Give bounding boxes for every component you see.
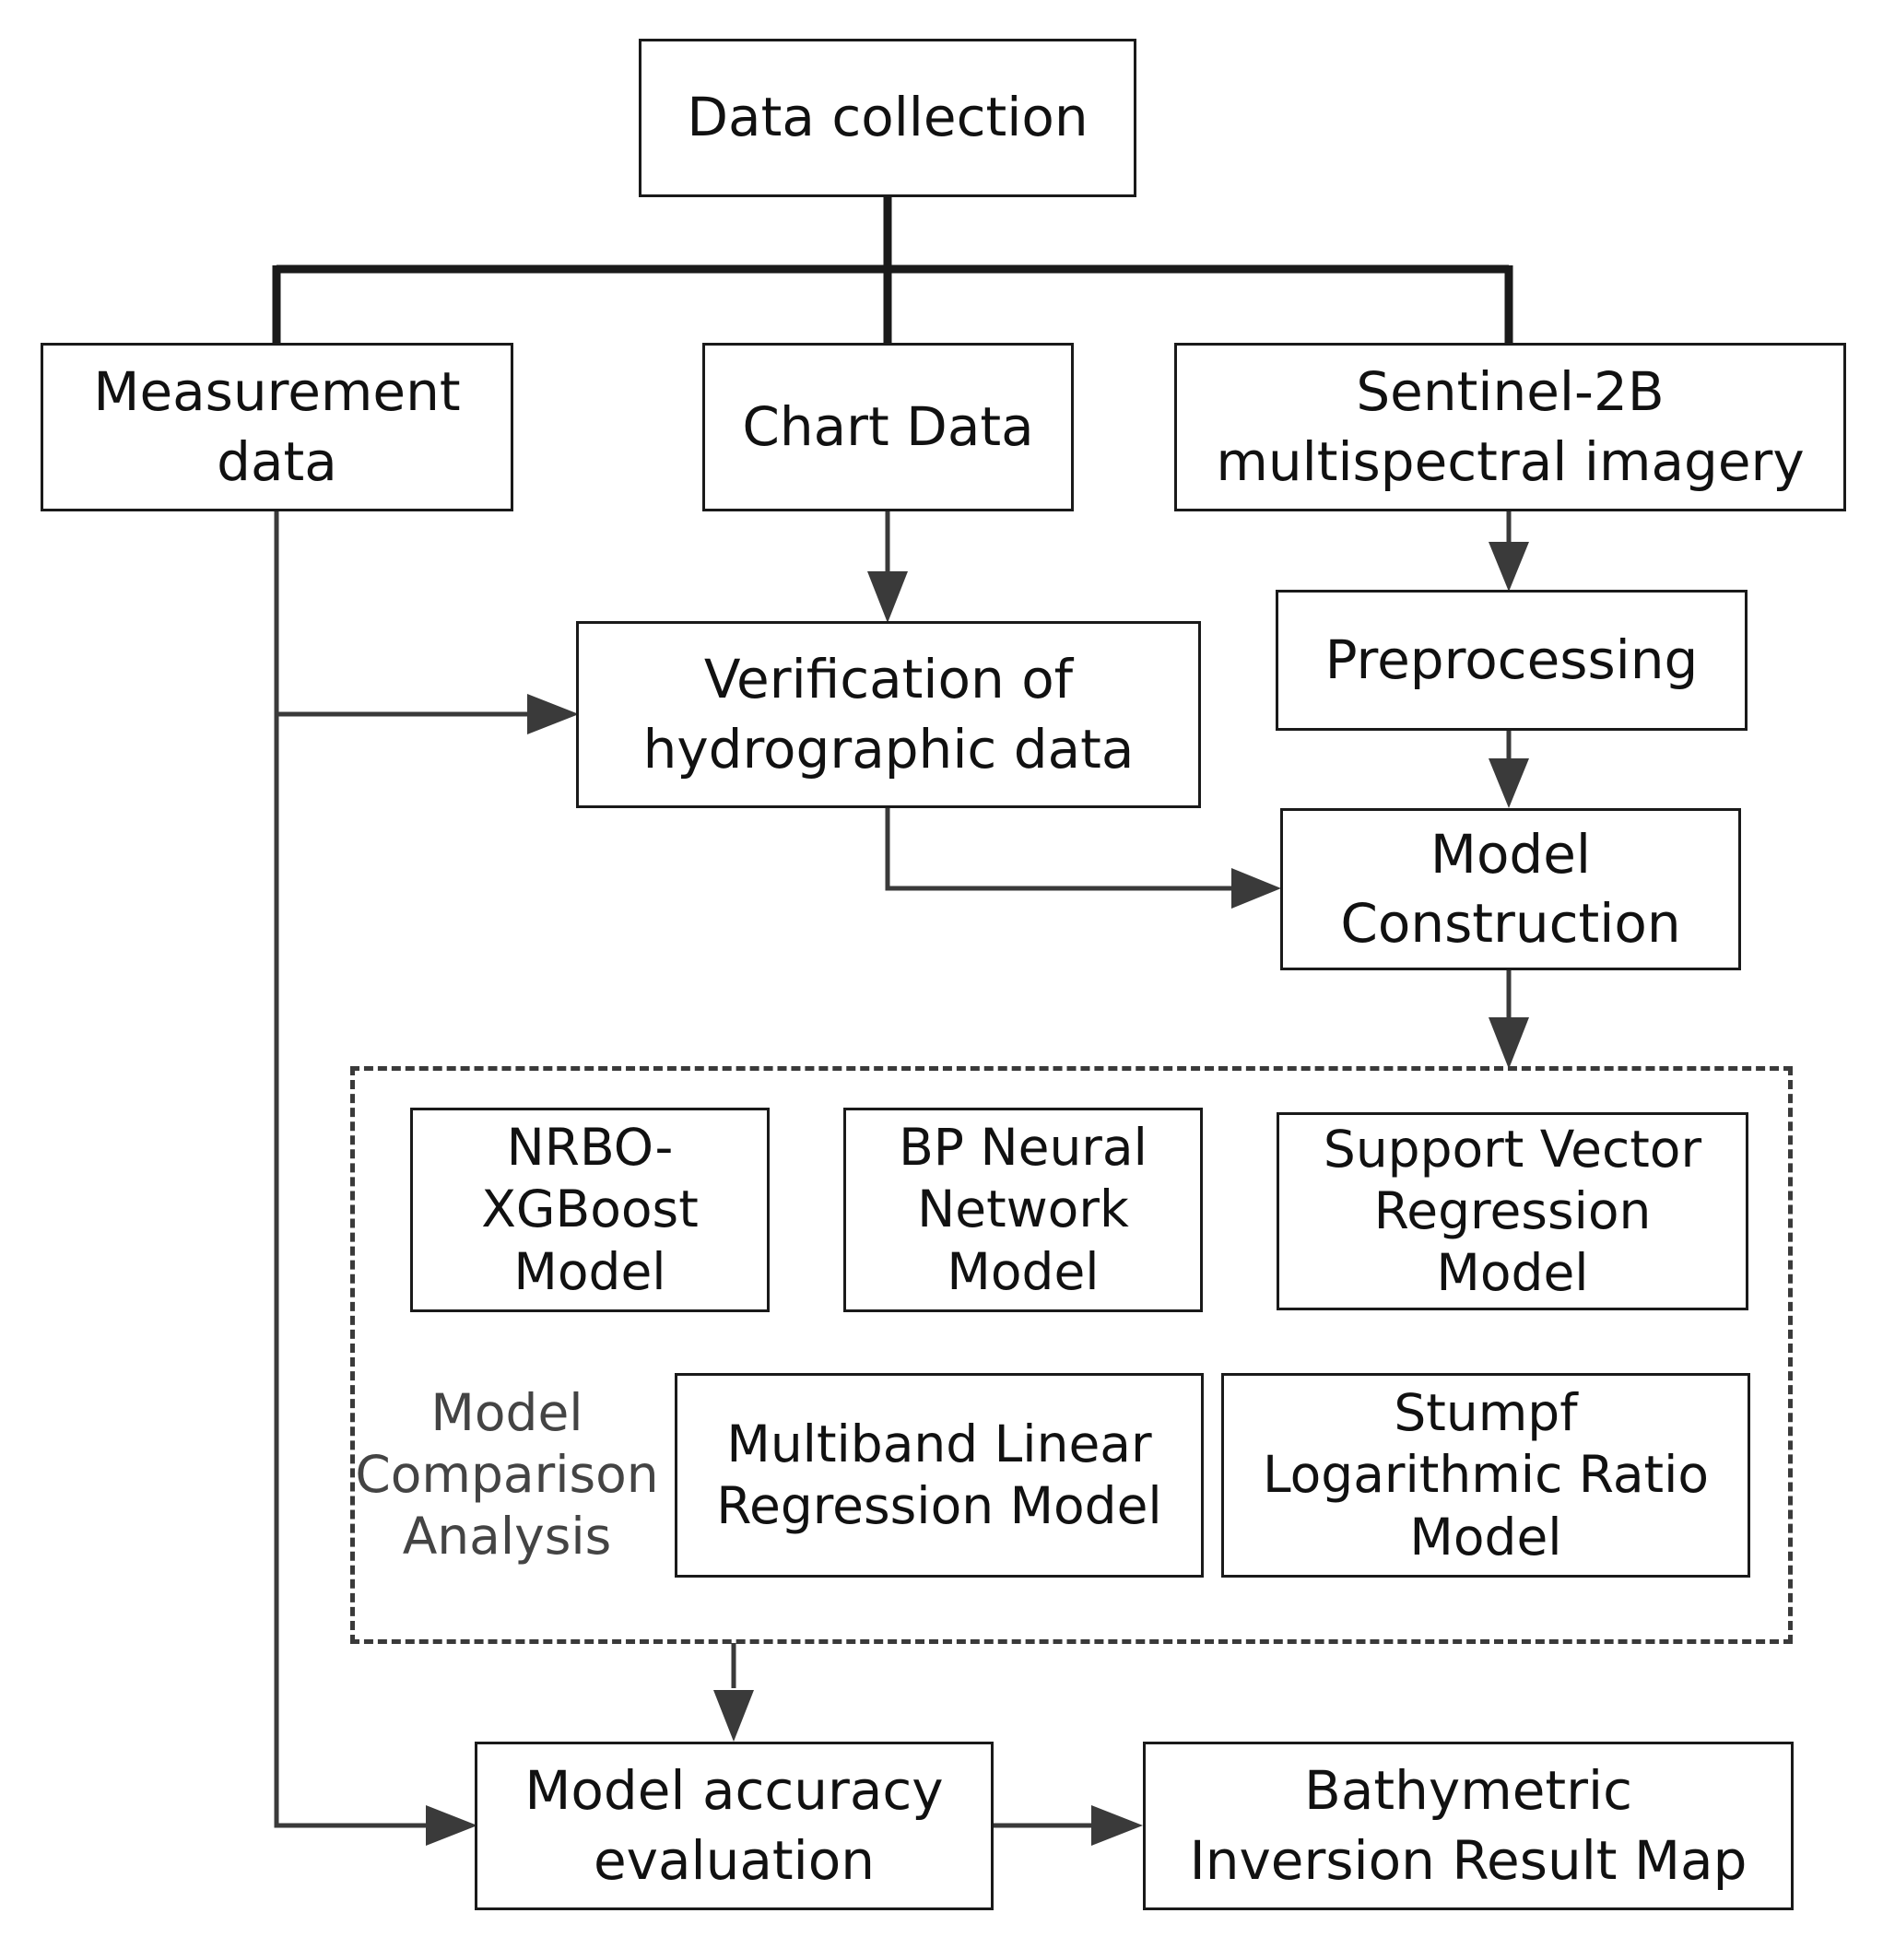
node-sentinel-label: Sentinel-2B multispectral imagery bbox=[1216, 360, 1805, 493]
node-sentinel: Sentinel-2B multispectral imagery bbox=[1174, 343, 1846, 511]
node-model-construction-label: Model Construction bbox=[1340, 822, 1681, 955]
arrowhead-construction-left bbox=[1231, 868, 1281, 909]
node-bp-neural-label: BP Neural Network Model bbox=[899, 1118, 1147, 1301]
node-svr-label: Support Vector Regression Model bbox=[1323, 1119, 1702, 1303]
arrowhead-accuracy-left bbox=[426, 1805, 477, 1846]
arrowhead-accuracy-top bbox=[713, 1690, 754, 1742]
node-verification: Verification of hydrographic data bbox=[576, 621, 1201, 808]
arrowhead-construction-top bbox=[1489, 758, 1529, 808]
node-accuracy-label: Model accuracy evaluation bbox=[524, 1759, 944, 1892]
group-label: Model Comparison Analysis bbox=[355, 1383, 659, 1567]
node-preprocessing: Preprocessing bbox=[1276, 590, 1748, 731]
node-svr: Support Vector Regression Model bbox=[1277, 1112, 1748, 1310]
arrowhead-preprocessing bbox=[1489, 542, 1529, 592]
node-data-collection-label: Data collection bbox=[687, 86, 1089, 149]
node-accuracy: Model accuracy evaluation bbox=[475, 1742, 994, 1910]
node-stumpf-label: Stumpf Logarithmic Ratio Model bbox=[1262, 1383, 1710, 1567]
arrowhead-group bbox=[1489, 1017, 1529, 1069]
node-model-construction: Model Construction bbox=[1280, 808, 1741, 970]
node-nrbo-xgboost: NRBO- XGBoost Model bbox=[410, 1108, 770, 1312]
arrowhead-verification-left bbox=[527, 694, 579, 734]
node-preprocessing-label: Preprocessing bbox=[1324, 628, 1699, 691]
node-multiband: Multiband Linear Regression Model bbox=[675, 1373, 1204, 1578]
node-stumpf: Stumpf Logarithmic Ratio Model bbox=[1221, 1373, 1750, 1578]
node-chart-data: Chart Data bbox=[702, 343, 1074, 511]
node-measurement-data: Measurement data bbox=[41, 343, 513, 511]
arrowhead-bathymetric bbox=[1091, 1805, 1143, 1846]
node-bp-neural: BP Neural Network Model bbox=[843, 1108, 1203, 1312]
measurement-line bbox=[274, 511, 433, 1828]
node-data-collection: Data collection bbox=[639, 39, 1136, 197]
node-verification-label: Verification of hydrographic data bbox=[642, 648, 1135, 780]
node-chart-data-label: Chart Data bbox=[742, 394, 1034, 458]
node-bathymetric: Bathymetric Inversion Result Map bbox=[1143, 1742, 1794, 1910]
node-multiband-label: Multiband Linear Regression Model bbox=[716, 1414, 1162, 1535]
model-comparison-group bbox=[350, 1066, 1793, 1644]
arrowhead-verification-top bbox=[867, 571, 908, 623]
node-measurement-data-label: Measurement data bbox=[93, 360, 461, 493]
node-nrbo-xgboost-label: NRBO- XGBoost Model bbox=[481, 1118, 699, 1301]
verification-to-construction bbox=[885, 808, 1240, 891]
node-bathymetric-label: Bathymetric Inversion Result Map bbox=[1189, 1759, 1748, 1892]
